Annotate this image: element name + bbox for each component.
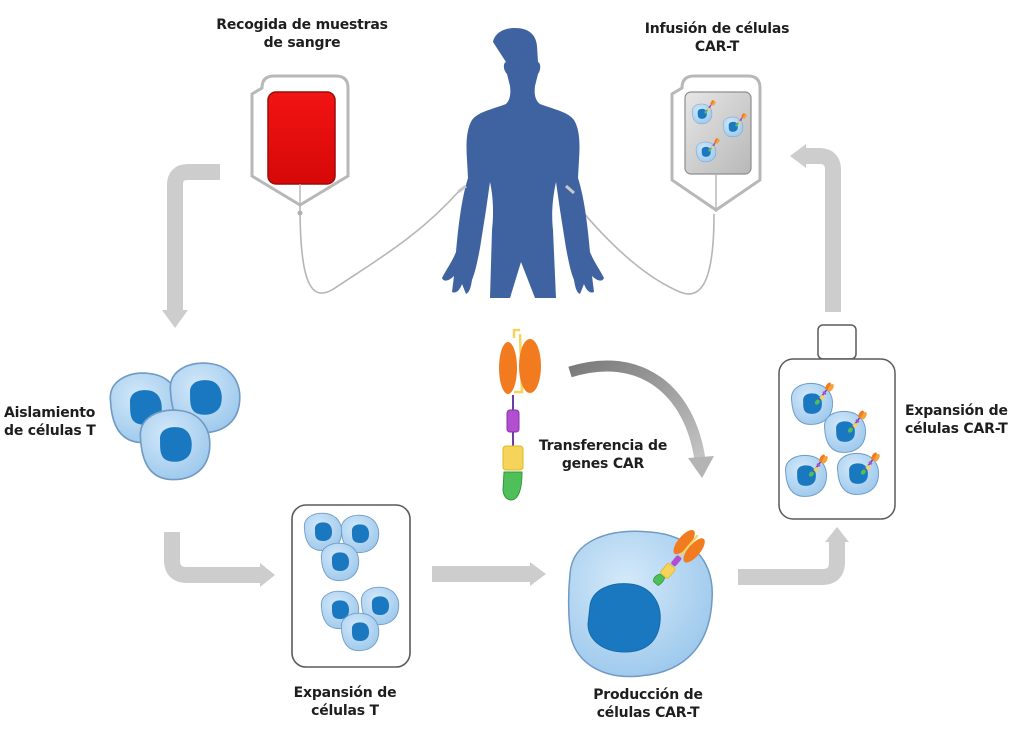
label-car-t-infusion: Infusión de células CAR-T	[617, 20, 817, 56]
gene-transfer-arrow	[568, 360, 714, 478]
t-cell-icon	[139, 409, 211, 481]
label-line: Producción de	[593, 687, 703, 703]
label-line: células CAR-T	[905, 421, 1008, 437]
arrow-collection-to-isolation	[167, 164, 220, 312]
arrow-isolation-to-expansion	[164, 532, 262, 583]
arrowhead-right-icon	[260, 563, 275, 587]
label-car-t-production: Producción de células CAR-T	[568, 686, 728, 722]
car-receptor-icon	[499, 328, 541, 501]
infusion-bag-icon	[670, 74, 762, 212]
label-blood-collection: Recogida de muestras de sangre	[202, 16, 402, 52]
label-line: Expansión de	[293, 685, 397, 701]
label-car-t-expansion: Expansión de células CAR-T	[905, 402, 1008, 438]
culture-flask-icon	[291, 504, 411, 668]
label-line: Expansión de	[905, 403, 1008, 419]
arrowhead-up-icon	[825, 527, 849, 542]
tube-infusion	[564, 189, 715, 295]
arrowhead-down-icon	[162, 310, 188, 328]
iv-marker-left	[457, 184, 467, 194]
blood-bag-icon	[250, 74, 350, 216]
arrow-production-to-car-expansion	[738, 540, 845, 585]
flow-arrows	[164, 148, 845, 585]
label-line: células T	[311, 703, 379, 719]
isolated-t-cells	[109, 362, 241, 481]
tube-collection	[299, 189, 461, 294]
iv-marker-right	[565, 184, 575, 195]
label-t-cell-isolation: Aislamiento de células T	[4, 404, 96, 440]
car-t-expansion-flask-icon	[778, 324, 896, 520]
car-t-cell-icon	[567, 529, 713, 678]
iv-tubes	[299, 189, 715, 295]
human-silhouette-icon	[442, 28, 604, 298]
label-line: Infusión de células	[644, 21, 790, 37]
label-t-cell-expansion: Expansión de células T	[270, 684, 420, 720]
arrowhead-right-icon	[530, 562, 546, 586]
label-line: CAR-T	[694, 39, 740, 55]
arrow-car-expansion-to-infusion	[805, 148, 841, 312]
label-line: de sangre	[263, 35, 341, 51]
label-line: Transferencia de	[538, 438, 668, 454]
label-line: Recogida de muestras	[216, 17, 388, 33]
label-line: Aislamiento	[4, 405, 96, 421]
arrowhead-left-icon	[790, 144, 806, 168]
label-line: de células T	[4, 423, 96, 439]
label-line: células CAR-T	[596, 705, 700, 721]
label-line: genes CAR	[561, 456, 645, 472]
label-car-gene-transfer: Transferencia de genes CAR	[528, 437, 678, 473]
